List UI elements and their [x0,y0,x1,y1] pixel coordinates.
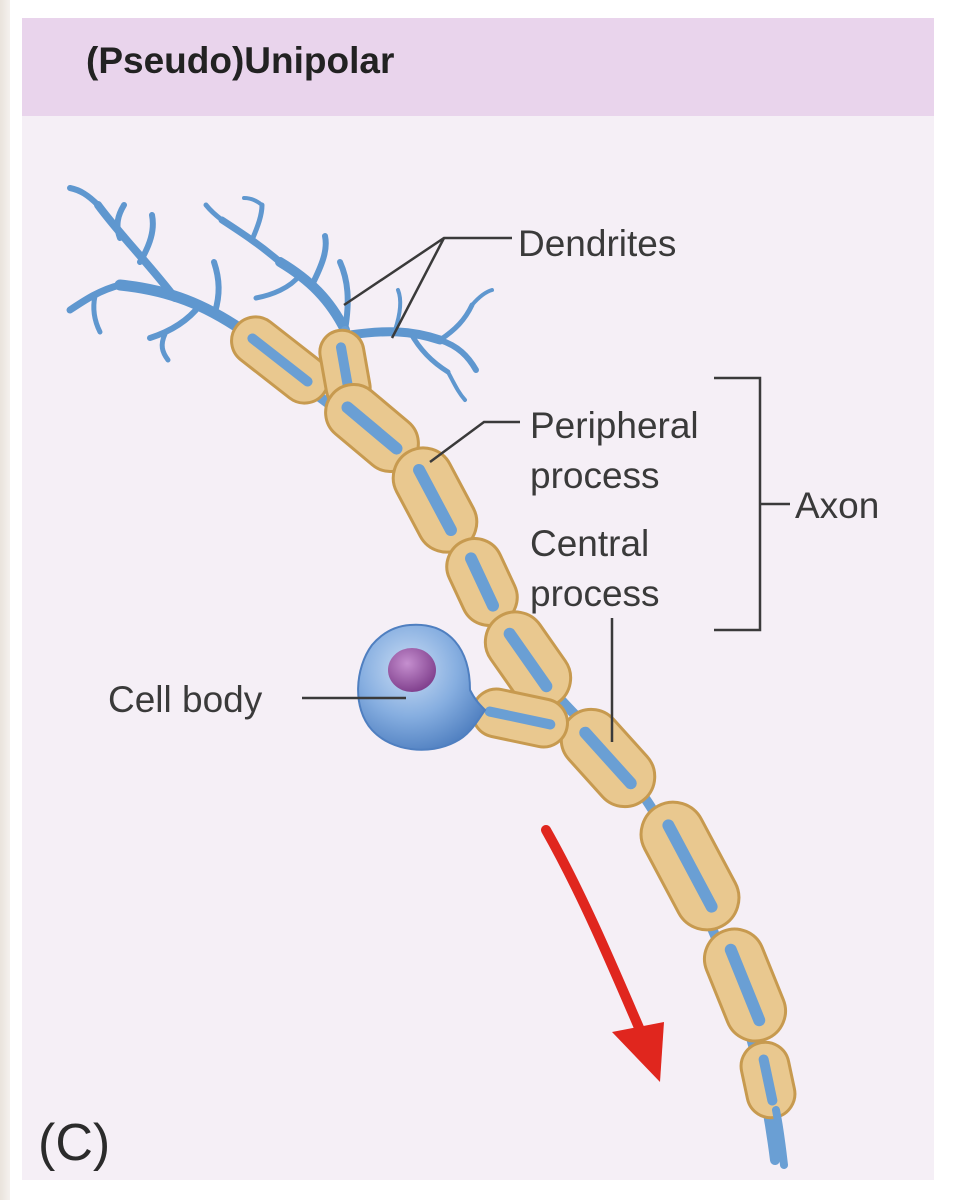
label-axon: Axon [795,485,879,526]
label-dendrites: Dendrites [518,223,676,264]
page-edge [0,0,10,1200]
leader-lines [302,236,790,742]
figure-title: (Pseudo)Unipolar [86,40,395,81]
label-central-line2: process [530,573,660,614]
axon-terminal [772,1106,788,1169]
title-bar [22,18,934,116]
dendrites-tree [66,185,494,402]
panel-letter: (C) [38,1114,110,1172]
axon-core [235,325,780,1165]
cell-stem [471,687,569,749]
cell-body [357,623,487,751]
nucleus [388,648,436,692]
label-peripheral-line1: Peripheral [530,405,699,446]
myelin-sheaths [230,315,797,1120]
label-peripheral-line2: process [530,455,660,496]
label-central-line1: Central [530,523,649,564]
label-cell-body: Cell body [108,679,263,720]
signal-direction-arrow [541,825,664,1082]
